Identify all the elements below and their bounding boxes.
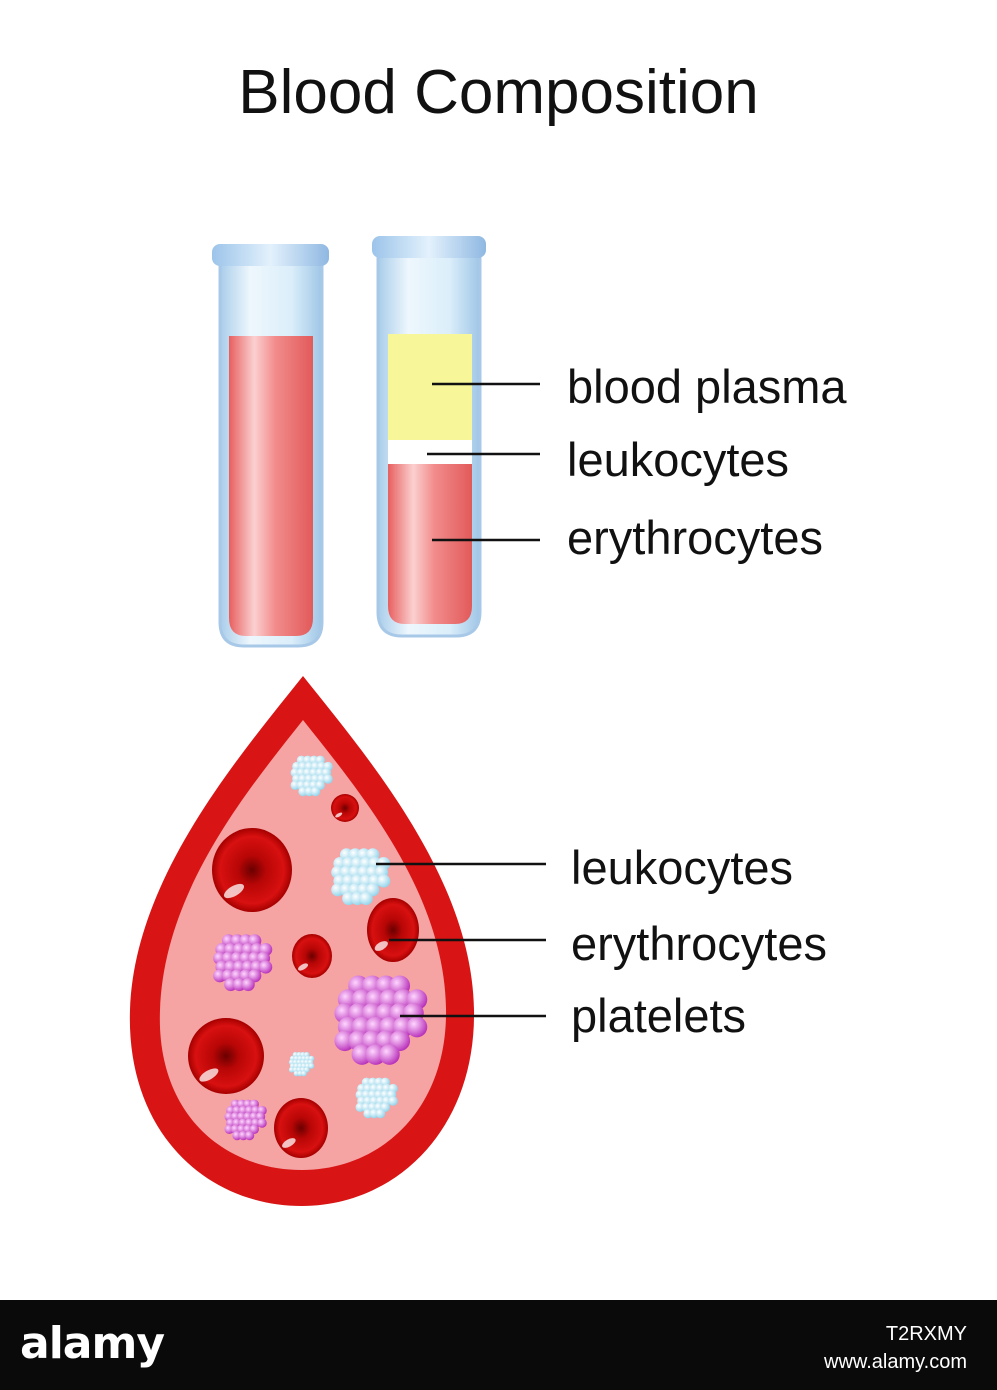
tube-cap bbox=[212, 244, 329, 266]
whole-blood-tube bbox=[212, 244, 329, 646]
erythrocyte bbox=[188, 1018, 264, 1094]
separated-blood-tube bbox=[372, 236, 486, 636]
erythrocyte bbox=[274, 1098, 328, 1158]
label-tube-leukocytes: leukocytes bbox=[567, 436, 789, 483]
label-drop-platelets: platelets bbox=[571, 992, 746, 1039]
red-cell-layer bbox=[388, 464, 472, 624]
erythrocyte bbox=[367, 898, 419, 962]
image-id: T2RXMY bbox=[824, 1320, 967, 1348]
buffy-coat-layer bbox=[388, 440, 472, 464]
plasma-layer bbox=[388, 334, 472, 440]
erythrocyte bbox=[292, 934, 332, 978]
erythrocyte bbox=[331, 794, 359, 822]
erythrocyte bbox=[212, 828, 292, 912]
label-tube-erythrocytes: erythrocytes bbox=[567, 514, 823, 561]
alamy-logo: alamy bbox=[20, 1318, 164, 1369]
watermark-footer: alamy T2RXMY www.alamy.com bbox=[0, 1300, 997, 1390]
image-credit: T2RXMY www.alamy.com bbox=[824, 1320, 967, 1376]
label-drop-erythrocytes: erythrocytes bbox=[571, 920, 827, 967]
label-blood-plasma: blood plasma bbox=[567, 363, 847, 410]
blood-composition-illustration bbox=[0, 0, 997, 1300]
tube-cap bbox=[372, 236, 486, 258]
label-drop-leukocytes: leukocytes bbox=[571, 844, 793, 891]
site-url: www.alamy.com bbox=[824, 1348, 967, 1376]
